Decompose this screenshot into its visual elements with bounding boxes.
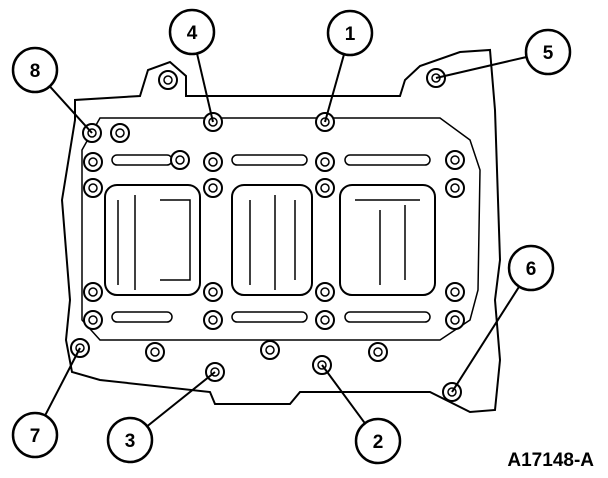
leader-line — [146, 371, 216, 428]
callout-label: 3 — [125, 431, 136, 452]
callouts: 8 4 1 5 6 7 3 2 — [11, 8, 572, 465]
bolt — [260, 340, 280, 360]
bolt — [445, 150, 465, 170]
bolt — [203, 310, 223, 330]
figure-id: A17148-A — [507, 450, 594, 471]
bolt — [83, 282, 103, 302]
bolt — [445, 282, 465, 302]
callout-5: 5 — [435, 28, 572, 79]
callout-circle — [354, 417, 402, 465]
bolt — [368, 342, 388, 362]
leader-line — [324, 53, 346, 123]
bolt — [315, 112, 335, 132]
callout-label: 5 — [543, 43, 554, 64]
callout-label: 8 — [30, 61, 41, 82]
bolt — [83, 310, 103, 330]
bolt — [203, 152, 223, 172]
leader-line — [451, 286, 521, 393]
callout-label: 1 — [345, 24, 356, 45]
bolt — [83, 178, 103, 198]
callout-circle — [326, 9, 374, 57]
callout-6: 6 — [451, 244, 555, 393]
bolt — [170, 150, 190, 170]
callout-2: 2 — [321, 364, 402, 465]
bolt — [315, 152, 335, 172]
bolt — [110, 123, 130, 143]
callout-circle — [11, 46, 59, 94]
leader-line — [49, 85, 93, 134]
callout-label: 4 — [187, 23, 198, 44]
leader-line — [44, 347, 81, 416]
callout-circle — [524, 28, 572, 76]
callout-circle — [507, 244, 555, 292]
crank-bays — [104, 184, 436, 296]
block-outline — [60, 48, 502, 414]
bolt — [315, 178, 335, 198]
callout-8: 8 — [11, 46, 93, 134]
block-inner-outline — [81, 117, 481, 341]
callout-4: 4 — [168, 8, 216, 123]
bolt-holes — [70, 68, 465, 402]
leader-line — [435, 56, 527, 79]
callout-label: 2 — [373, 432, 384, 453]
bolt — [445, 178, 465, 198]
callout-circle — [106, 416, 154, 464]
callout-label: 6 — [526, 259, 537, 280]
bolt — [83, 152, 103, 172]
callout-circle — [168, 8, 216, 56]
bolt — [145, 342, 165, 362]
callout-1: 1 — [324, 9, 374, 123]
callout-3: 3 — [106, 371, 216, 464]
bolt — [203, 178, 223, 198]
bearing-cap-slots — [111, 154, 431, 323]
bolt — [158, 70, 178, 90]
leader-line — [321, 364, 366, 424]
callout-7: 7 — [11, 347, 81, 459]
leader-line — [196, 53, 214, 123]
bolt — [445, 310, 465, 330]
bolt — [70, 338, 90, 358]
bolt — [203, 282, 223, 302]
bolt — [315, 310, 335, 330]
bolt — [315, 282, 335, 302]
callout-circle — [11, 411, 59, 459]
callout-label: 7 — [30, 426, 41, 447]
